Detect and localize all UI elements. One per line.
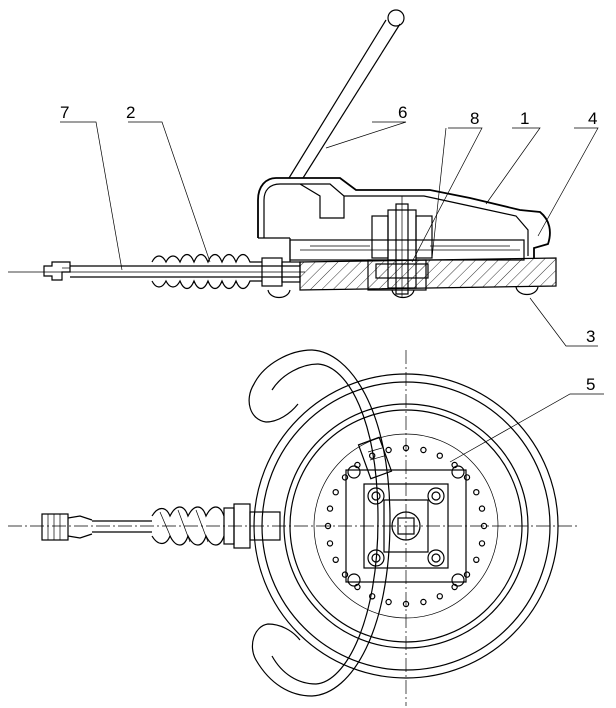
mounting-hole <box>463 474 471 481</box>
inner-mechanism <box>289 196 525 298</box>
label-part-1: 1 <box>520 109 529 128</box>
mounting-hole <box>369 452 376 459</box>
label-part-2: 2 <box>126 103 135 122</box>
mounting-hole <box>341 571 349 578</box>
base-disc <box>253 373 559 679</box>
mounting-hole <box>326 505 334 512</box>
mounting-hole <box>436 452 443 459</box>
cable <box>70 265 300 278</box>
mounting-hole <box>473 556 480 564</box>
center-block <box>345 469 467 583</box>
top-view <box>8 349 604 706</box>
mounting-hole <box>436 593 443 600</box>
leader-5 <box>449 393 604 463</box>
mounting-hole <box>385 598 392 606</box>
mounting-hole <box>332 556 339 564</box>
side-view <box>8 9 599 347</box>
label-part-5: 5 <box>586 375 595 394</box>
mounting-hole <box>420 446 427 454</box>
mounting-hole <box>473 489 480 496</box>
cable-top-view <box>41 513 152 541</box>
bellows-top-view <box>151 503 281 549</box>
strain-relief-bellows <box>151 253 301 290</box>
mounting-hole <box>420 598 427 606</box>
lever-arm <box>288 9 405 179</box>
mounting-hole <box>480 522 488 530</box>
mounting-hole <box>478 505 486 512</box>
mounting-hole <box>402 600 410 608</box>
mounting-hole <box>326 540 334 547</box>
label-part-4: 4 <box>588 109 597 128</box>
mounting-holes <box>324 444 488 608</box>
mounting-hole <box>324 522 332 530</box>
connector-plug <box>43 261 71 281</box>
mounting-hole <box>332 489 339 496</box>
leader-lines <box>60 121 599 347</box>
mounting-hole <box>463 571 471 578</box>
mounting-hole <box>478 540 486 547</box>
mounting-hole <box>369 593 376 600</box>
housing <box>257 177 551 262</box>
rubber-feet <box>267 286 539 299</box>
label-part-7: 7 <box>60 103 69 122</box>
mounting-hole <box>341 474 349 481</box>
label-part-6: 6 <box>398 103 407 122</box>
lever-handle-loop <box>248 349 391 697</box>
mounting-hole <box>385 446 392 454</box>
mounting-hole <box>402 444 410 452</box>
label-part-3: 3 <box>586 327 595 346</box>
switch-component <box>357 436 393 480</box>
label-part-8: 8 <box>470 109 479 128</box>
